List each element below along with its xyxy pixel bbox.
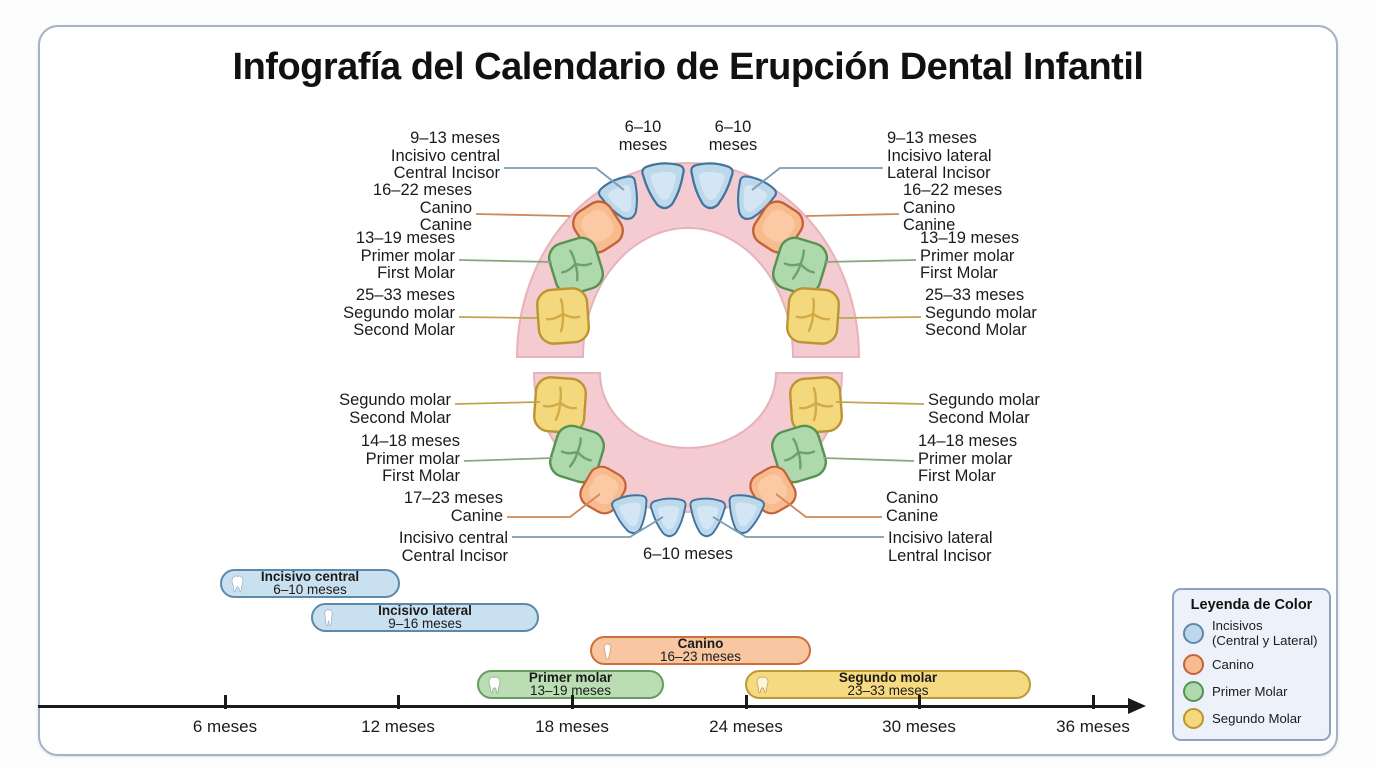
timeline-bar-central-incisor: Incisivo central 6–10 meses — [220, 569, 400, 598]
timeline-axis — [38, 705, 1133, 708]
second-molar-color-swatch-icon — [1183, 708, 1204, 729]
label-lower-left-second-molar: Segundo molar Second Molar — [339, 391, 451, 427]
timeline-bar-second-molar: Segundo molar 23–33 meses — [745, 670, 1031, 699]
label-lower-left-first-molar: 14–18 meses Primer molar First Molar — [360, 432, 460, 485]
label-upper-left-first-molar: 13–19 meses Primer molar First Molar — [355, 229, 455, 282]
axis-tick-label: 12 meses — [361, 717, 435, 736]
axis-tick — [1092, 695, 1095, 709]
axis-tick — [918, 695, 921, 709]
axis-tick — [397, 695, 400, 709]
label-lower-right-lateral-incisor: Incisivo lateral Lentral Incisor — [888, 529, 993, 565]
label-lower-incisors-months: 6–10 meses — [643, 545, 733, 563]
axis-tick-label: 36 meses — [1056, 717, 1130, 736]
color-legend: Leyenda de Color Incisivos (Central y La… — [1172, 588, 1331, 741]
page-title: Infografía del Calendario de Erupción De… — [232, 46, 1144, 88]
tooth-icon — [488, 676, 501, 694]
label-upper-left-canine: 16–22 meses Canino Canine — [372, 181, 472, 234]
tooth-icon — [231, 575, 244, 593]
label-lower-right-second-molar: Segundo molar Second Molar — [928, 391, 1040, 427]
label-lower-left-central-incisor: Incisivo central Central Incisor — [398, 529, 508, 565]
label-upper-central-left-months: 6–10 meses — [618, 118, 668, 154]
label-upper-right-first-molar: 13–19 meses Primer molar First Molar — [920, 229, 1020, 282]
label-upper-right-lateral-incisor: 9–13 meses Incisivo lateral Lateral Inci… — [887, 129, 992, 182]
label-upper-right-canine: 16–22 meses Canino Canine — [903, 181, 1003, 234]
label-upper-left-second-molar: 25–33 meses Segundo molar Second Molar — [343, 286, 455, 339]
legend-item-canine: Canino — [1183, 654, 1320, 675]
legend-item-second-molar: Segundo Molar — [1183, 708, 1320, 729]
label-lower-left-canine: 17–23 meses Canine — [403, 489, 503, 525]
canine-color-swatch-icon — [1183, 654, 1204, 675]
label-lower-right-canine: Canino Canine — [886, 489, 939, 525]
label-upper-central-right-months: 6–10 meses — [708, 118, 758, 154]
axis-tick — [224, 695, 227, 709]
label-upper-left-central-incisor: 9–13 meses Incisivo central Central Inci… — [390, 129, 500, 182]
legend-item-incisors: Incisivos (Central y Lateral) — [1183, 618, 1320, 648]
tooth-icon — [324, 609, 333, 627]
axis-tick-label: 24 meses — [709, 717, 783, 736]
timeline-axis-arrowhead — [1128, 698, 1146, 714]
label-lower-right-first-molar: 14–18 meses Primer molar First Molar — [918, 432, 1018, 485]
tooth-icon — [756, 676, 769, 694]
incisor-color-swatch-icon — [1183, 622, 1204, 644]
timeline-bar-canine: Canino 16–23 meses — [590, 636, 811, 665]
timeline-bar-lateral-incisor: Incisivo lateral 9–16 meses — [311, 603, 539, 632]
first-molar-color-swatch-icon — [1183, 681, 1204, 702]
legend-title: Leyenda de Color — [1190, 597, 1313, 613]
axis-tick — [571, 695, 574, 709]
axis-tick-label: 18 meses — [535, 717, 609, 736]
axis-tick-label: 30 meses — [882, 717, 956, 736]
legend-item-first-molar: Primer Molar — [1183, 681, 1320, 702]
tooth-icon — [603, 643, 612, 660]
timeline-bar-first-molar: Primer molar 13–19 meses — [477, 670, 664, 699]
axis-tick — [745, 695, 748, 709]
label-upper-right-second-molar: 25–33 meses Segundo molar Second Molar — [925, 286, 1037, 339]
axis-tick-label: 6 meses — [192, 717, 258, 736]
